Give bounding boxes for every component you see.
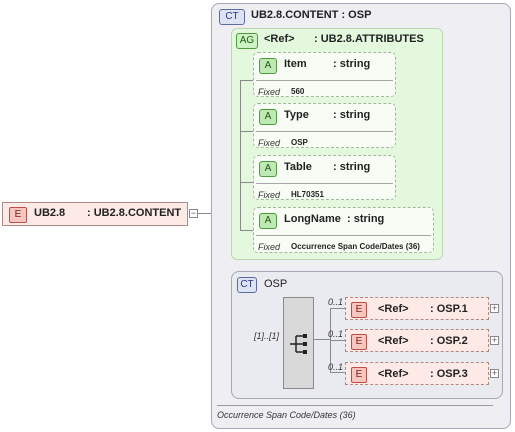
element-badge: E [351,334,367,350]
attribute-fixed-label: Fixed [258,87,281,97]
osp-child-2[interactable]: E <Ref> : OSP.2 [345,329,489,352]
child-ref: <Ref> [378,335,409,347]
root-element[interactable]: E UB2.8 : UB2.8.CONTENT [2,202,188,226]
complex-type-title: UB2.8.CONTENT : OSP [251,9,372,21]
attribute-fixed-value: 560 [291,87,305,96]
child-multiplicity: 0..1 [328,362,344,372]
osp-type-badge: CT [237,277,257,293]
attribute-name: Type [284,109,309,121]
attribute-separator [256,80,393,81]
attribute-group-ref: <Ref> [264,33,295,45]
attribute-fixed-value: HL70351 [291,190,324,199]
child-name: : OSP.2 [430,335,468,347]
sequence-compositor[interactable] [283,297,314,389]
attribute-fixed-label: Fixed [258,138,281,148]
attribute-separator [256,183,393,184]
attribute-type: : string [333,109,371,121]
attribute-type: : string [333,58,371,70]
attribute-fixed-value: OSP [291,138,308,147]
child-multiplicity: 0..1 [328,329,344,339]
seq-branch-3 [330,372,345,373]
osp-child-1[interactable]: E <Ref> : OSP.1 [345,297,489,320]
attribute-badge: A [259,109,277,125]
attr-branch-1 [240,80,253,81]
attribute-name: Table [284,161,312,173]
complex-type-badge: CT [219,9,245,25]
attribute-type: : string [347,213,385,225]
attribute-group-badge: AG [236,33,258,49]
expand-icon[interactable]: + [490,303,499,313]
root-element-type: : UB2.8.CONTENT [87,207,182,219]
attribute-longname[interactable]: A LongName : string Fixed Occurrence Spa… [253,207,434,253]
attr-branch-4 [240,230,253,231]
attribute-name: Item [284,58,307,70]
attribute-fixed-label: Fixed [258,242,281,252]
attribute-type: : string [333,161,371,173]
attribute-badge: A [259,213,277,229]
child-ref: <Ref> [378,368,409,380]
attribute-fixed-label: Fixed [258,190,281,200]
attribute-table[interactable]: A Table : string Fixed HL70351 [253,155,396,200]
attribute-badge: A [259,161,277,177]
element-badge: E [351,367,367,383]
osp-child-3[interactable]: E <Ref> : OSP.3 [345,362,489,385]
root-element-name: UB2.8 [34,207,66,219]
attribute-item[interactable]: A Item : string Fixed 560 [253,52,396,97]
child-name: : OSP.3 [430,368,468,380]
element-badge: E [351,302,367,318]
attribute-badge: A [259,58,277,74]
attribute-separator [256,235,431,236]
footer-divider [217,405,493,406]
expand-icon[interactable]: + [490,335,499,345]
expand-icon[interactable]: + [490,368,499,378]
sequence-multiplicity: [1]..[1] [254,331,280,341]
child-ref: <Ref> [378,303,409,315]
attribute-separator [256,131,393,132]
osp-type-title: OSP [264,278,288,290]
attr-trunk [240,80,241,230]
attribute-name: LongName [284,213,341,225]
attribute-type-field[interactable]: A Type : string Fixed OSP [253,103,396,148]
documentation-text: Occurrence Span Code/Dates (36) [217,410,356,420]
collapse-icon[interactable]: − [189,208,198,218]
seq-branch-2 [330,340,345,341]
attribute-fixed-value: Occurrence Span Code/Dates (36) [291,242,420,251]
attr-branch-2 [240,131,253,132]
attribute-group-name: : UB2.8.ATTRIBUTES [314,33,424,45]
seq-out [314,339,330,340]
seq-branch-1 [330,308,345,309]
element-badge: E [9,207,27,223]
connector-root [189,213,221,214]
attr-branch-3 [240,182,253,183]
child-multiplicity: 0..1 [328,297,344,307]
child-name: : OSP.1 [430,303,468,315]
sequence-icon [290,334,307,354]
